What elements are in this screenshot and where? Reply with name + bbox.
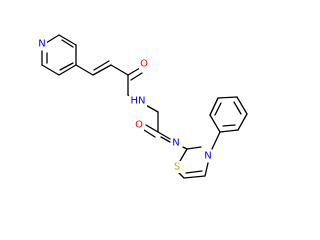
carbonyl-oxygen-1-label: O (140, 59, 148, 70)
carbonyl-oxygen-2-label: O (135, 120, 143, 131)
bond (222, 124, 236, 127)
bond (61, 39, 74, 48)
imine-nitrogen-label: N (172, 138, 179, 149)
atom-labels: N O HN O N S N (37, 38, 213, 173)
benzyl-group (209, 96, 248, 150)
bond (182, 146, 188, 150)
bond (92, 64, 112, 76)
bond (209, 97, 219, 116)
bond (110, 64, 129, 76)
pyridine-nitrogen-label: N (38, 39, 45, 50)
bond (204, 162, 209, 177)
pyridine-ring (41, 34, 77, 76)
bond (183, 175, 206, 179)
bond (130, 72, 143, 81)
bond (58, 64, 77, 76)
bond (186, 146, 202, 150)
bond (75, 64, 94, 76)
amide-carbonyl-1 (127, 67, 143, 96)
bond (93, 60, 110, 71)
amide-nitrogen-label: HN (131, 96, 146, 107)
bond (233, 101, 242, 115)
chemical-structure: N O HN O N S N (37, 34, 248, 179)
bond (145, 124, 159, 133)
thiazole-nitrogen-label: N (204, 151, 211, 162)
bond (211, 131, 221, 150)
bond (217, 96, 238, 99)
bond (185, 170, 203, 174)
bond (127, 67, 141, 76)
bond (160, 136, 171, 143)
bond (143, 129, 156, 138)
bond (237, 113, 248, 131)
bond (179, 148, 188, 162)
bond (236, 96, 248, 115)
vinyl-linker (75, 60, 129, 76)
bond (45, 34, 60, 44)
thiazole-sulfur-label: S (174, 162, 180, 173)
bond (157, 131, 171, 140)
molecule-canvas: N O HN O N S N (37, 34, 248, 179)
bond (41, 64, 60, 76)
bond (59, 62, 74, 71)
bond (219, 129, 239, 133)
bond (214, 102, 222, 116)
bond (209, 114, 221, 133)
bond (58, 34, 77, 46)
